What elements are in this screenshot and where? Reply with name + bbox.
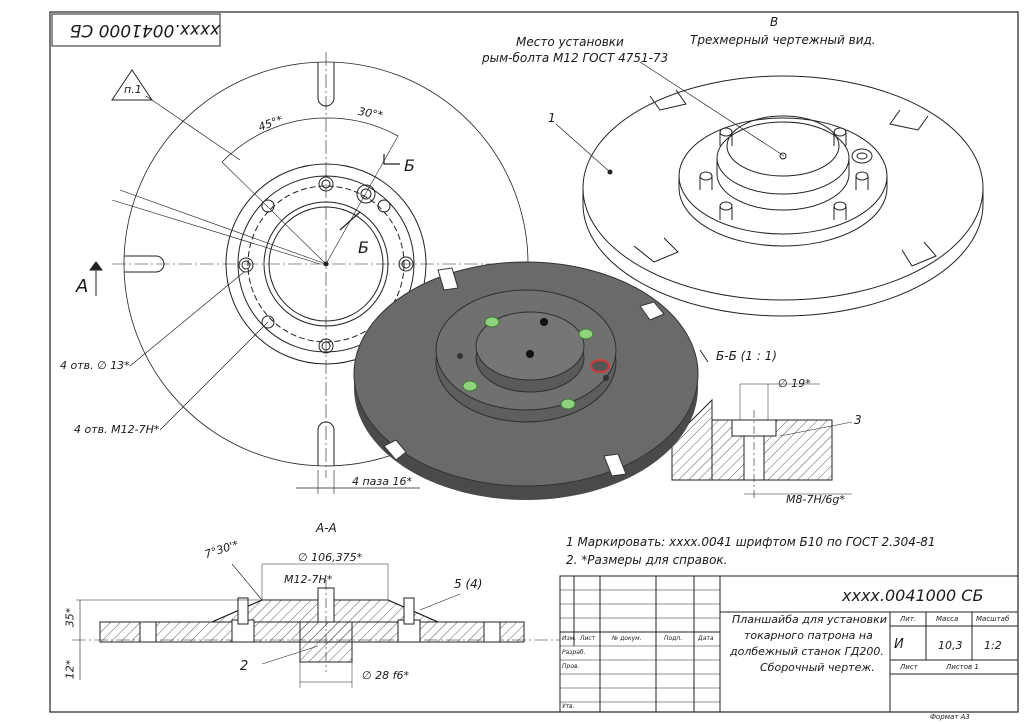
plan-view — [89, 52, 540, 494]
title-name-line4: Сборочный чертеж. — [760, 661, 875, 674]
section-bb-title: Б-Б (1 : 1) — [716, 349, 777, 363]
hdr-lit: Лит. — [900, 615, 917, 623]
format-label: Формат А3 — [930, 713, 970, 721]
title-name-line2: токарного патрона на — [744, 629, 873, 642]
view-a-label: А — [76, 276, 89, 297]
shaded-3d-model — [353, 261, 699, 500]
note-triangle — [111, 69, 153, 101]
lit-value: И — [894, 637, 904, 652]
title-name-line3: долбежный станок ГД200. — [730, 645, 884, 658]
row-razrab: Разраб. — [562, 649, 586, 656]
hdr-mass: Масса — [936, 615, 959, 623]
section-aa — [72, 563, 560, 688]
note-2: 2. *Размеры для справок. — [566, 553, 728, 567]
holes-13-label: 4 отв. ∅ 13* — [60, 359, 130, 372]
note-1: 1 Маркировать: xxxx.0041 шрифтом Б10 по … — [566, 535, 936, 549]
sheet-label: Лист — [900, 663, 918, 671]
eyebolt-label-line2: рым-болта М12 ГОСТ 4751-73 — [482, 51, 669, 65]
title-block — [559, 575, 1019, 713]
scale-value: 1:2 — [984, 639, 1002, 652]
callout-1: 1 — [548, 111, 556, 125]
dia-28-label: ∅ 28 f6* — [362, 669, 409, 682]
section-mark-b-center: Б — [358, 238, 369, 257]
section-aa-title: А-А — [316, 521, 337, 535]
thread-m12-label: М12-7Н* — [284, 573, 333, 586]
holes-m12-label: 4 отв. М12-7Н* — [74, 423, 160, 436]
dim-35-label: 35* — [63, 607, 77, 628]
col-izm: Изм. — [562, 635, 577, 642]
title-name-line1: Планшайба для установки — [732, 613, 887, 626]
section-bb — [671, 349, 853, 500]
top-stamp-text: xxxx.0041000 СБ — [69, 20, 220, 40]
top-stamp-box — [51, 13, 221, 47]
col-date: Дата — [698, 635, 714, 642]
dim-12-label: 12* — [63, 659, 77, 680]
hdr-scale: Масштаб — [976, 615, 1010, 623]
row-prov: Пров. — [562, 663, 580, 670]
slots-label: 4 паза 16* — [352, 475, 413, 488]
isometric-line-view — [555, 61, 984, 317]
view-b-title: Трехмерный чертежный вид. — [690, 33, 876, 47]
callout-2: 2 — [240, 659, 249, 674]
dia-19-label: ∅ 19* — [778, 377, 811, 390]
section-mark-b-top: Б — [404, 156, 415, 175]
dia-106-label: ∅ 106,375* — [298, 551, 363, 564]
col-doc: № докум. — [612, 635, 642, 642]
callout-3: 3 — [854, 413, 862, 427]
view-b-letter: В — [770, 15, 779, 29]
col-sign: Подп. — [664, 635, 683, 642]
sheets-label: Листов 1 — [946, 663, 979, 671]
note-point-label: п.1 — [124, 83, 142, 96]
row-utv: Утв. — [562, 703, 575, 710]
eyebolt-label-line1: Место установки — [516, 35, 624, 49]
title-designation: xxxx.0041000 СБ — [842, 586, 984, 605]
sheet-frame — [49, 11, 1019, 713]
thread-m8-label: М8-7Н/6g* — [786, 493, 845, 506]
callout-5: 5 (4) — [454, 577, 483, 591]
col-list: Лист — [580, 635, 596, 642]
mass-value: 10,3 — [938, 639, 963, 652]
